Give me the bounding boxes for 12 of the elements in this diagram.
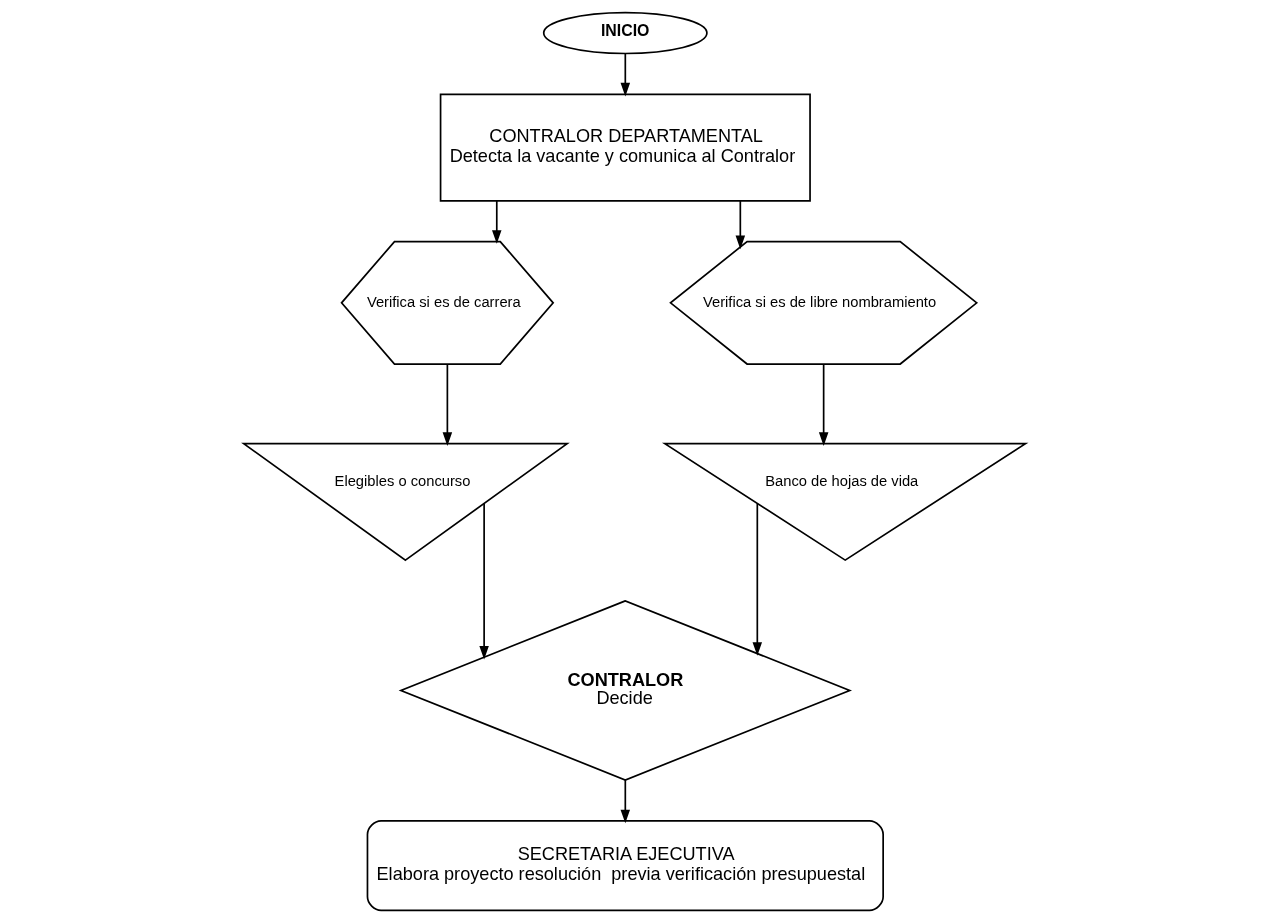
arrow: [752, 502, 762, 656]
arrow: [491, 200, 502, 244]
arrow: [818, 363, 828, 446]
node-ellipse: INICIO: [542, 11, 708, 55]
node-box: CONTRALOR DEPARTAMENTAL Detecta la vacante y comunica al Contralor: [439, 93, 811, 202]
arrow: [442, 363, 452, 446]
node-box: SECRETARIA EJECUTIVA Elabora proyecto resolución previa verificación presupuestal: [366, 819, 884, 912]
arrow: [478, 502, 489, 660]
arrow: [735, 200, 745, 250]
arrow: [620, 779, 630, 824]
arrow: [620, 52, 630, 97]
node-diamond: CONTRALOR Decide: [398, 600, 852, 781]
